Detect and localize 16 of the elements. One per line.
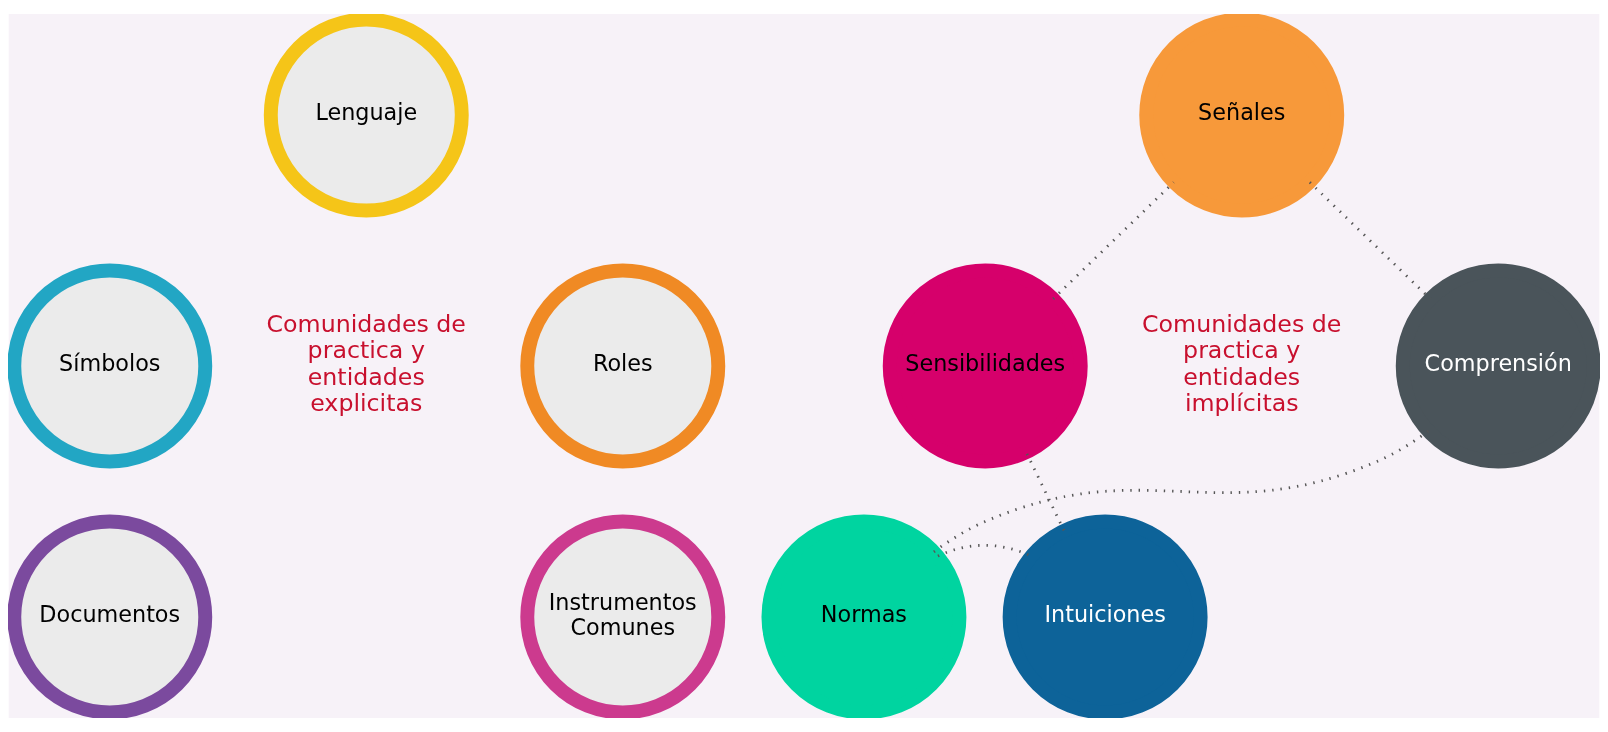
node-circle: Documentos: [8, 514, 213, 718]
connector: [933, 430, 1430, 553]
node-circle: Comprensión: [1395, 263, 1600, 469]
connector: [1052, 181, 1175, 300]
label: Comunidades de practica y entidades explicitas: [266, 309, 466, 418]
connector: [937, 543, 1032, 558]
node-circle: Señales: [1139, 14, 1345, 218]
node-circle: Intuiciones: [1002, 514, 1208, 718]
connector: [1025, 452, 1066, 531]
node-circle: Roles: [520, 263, 726, 469]
node-circle: Instrumentos Comunes: [520, 514, 726, 718]
label: Comunidades de practica y entidades implícitas: [1142, 309, 1342, 418]
node-circle: Lenguaje: [263, 14, 469, 218]
node-circle: Normas: [761, 514, 967, 718]
node-circle: Símbolos: [8, 263, 213, 469]
node-circle: Sensibilidades: [882, 263, 1088, 469]
